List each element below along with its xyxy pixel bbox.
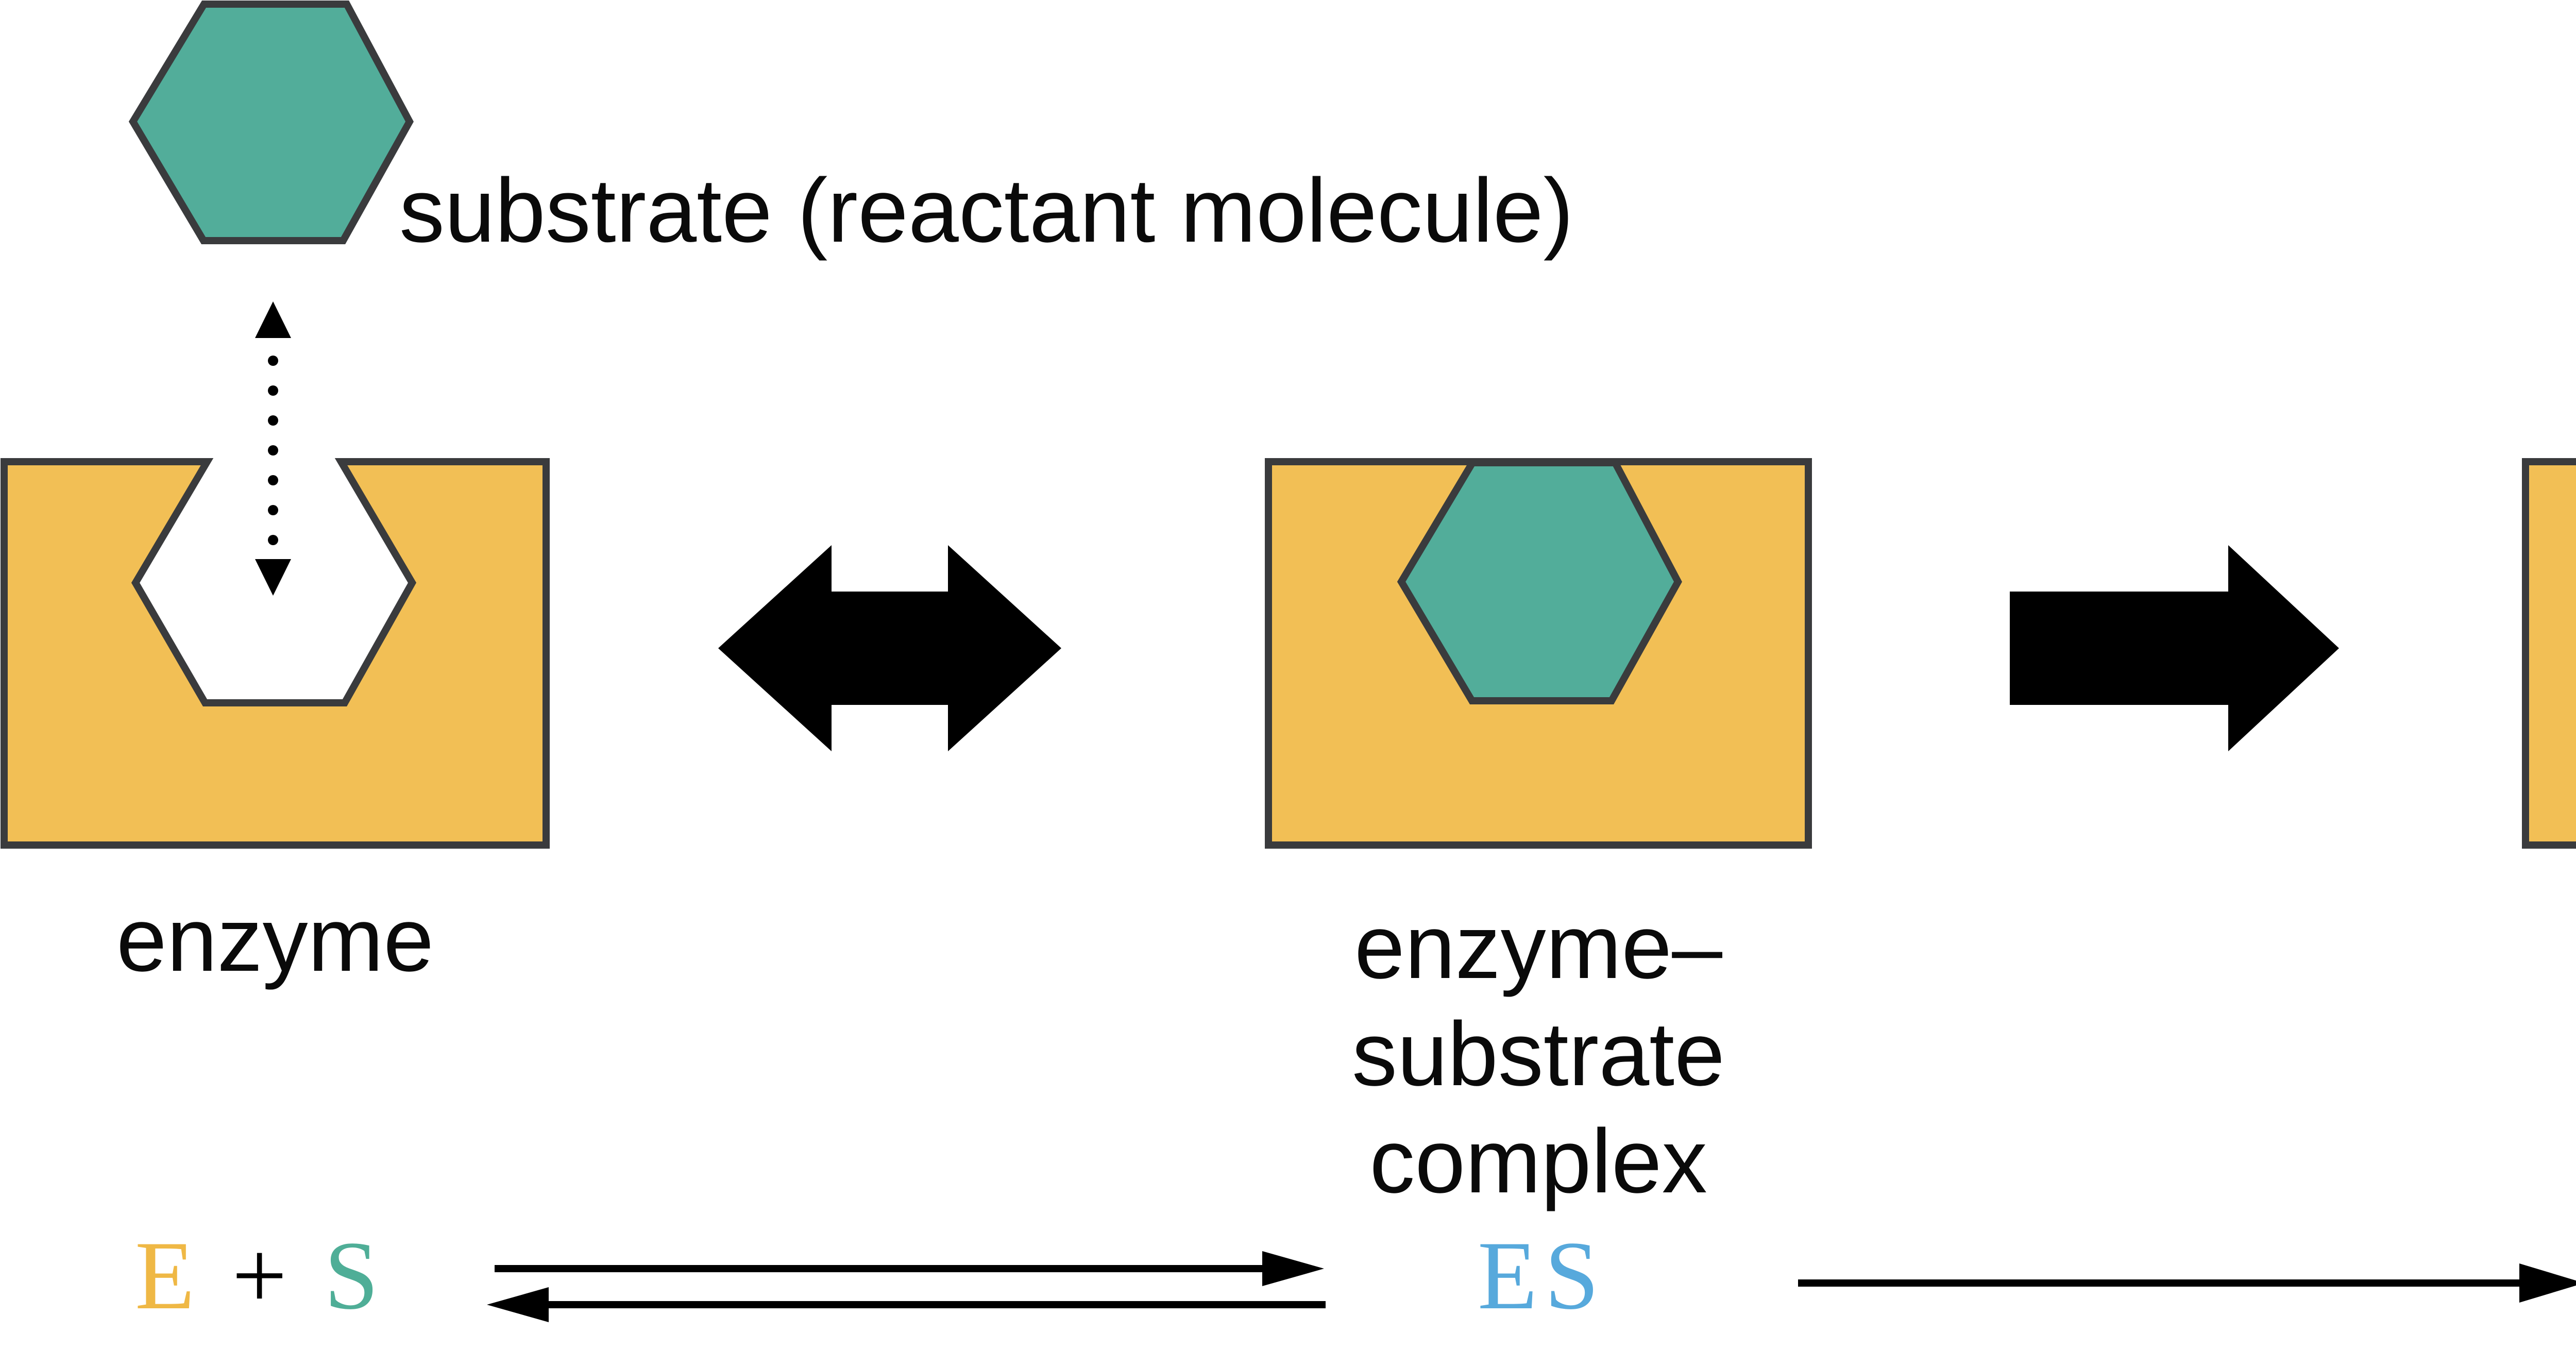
equation-es: ES [1478,1227,1606,1325]
substrate-label: substrate (reactant molecule) [399,160,1574,261]
reaction-arrow-icon [1798,1263,2576,1303]
equation-s: S [324,1222,379,1330]
equation-e1: E [135,1222,195,1330]
equation-plus1: + [232,1222,287,1330]
complex-label: enzyme–substrate complex [1229,893,1848,1215]
enzyme-right-shape [2522,458,2576,849]
complex-label-line1: enzyme–substrate [1352,897,1725,1105]
enzyme-right-label: enzyme [2526,895,2576,985]
enzyme-left-shape [1,458,550,849]
equilibrium-arrows-icon [487,1251,1326,1322]
complex-label-line2: complex [1369,1111,1707,1212]
equation-es-text: ES [1478,1222,1606,1330]
forward-arrow-icon [2010,545,2339,751]
double-arrow-icon [718,545,1061,751]
substrate-hexagon [128,0,414,244]
binding-dotted-arrow-icon [255,301,291,596]
equation-left: E + S [135,1227,379,1325]
complex-substrate-hexagon [1397,459,1682,704]
enzyme-left-label: enzyme [116,889,434,990]
